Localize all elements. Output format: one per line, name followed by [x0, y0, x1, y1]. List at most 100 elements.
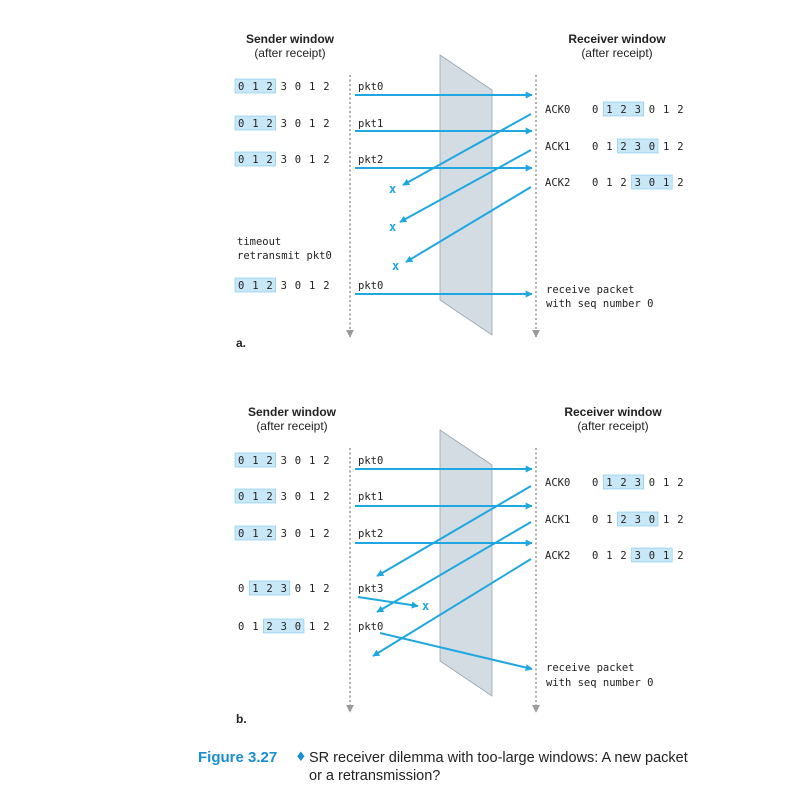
seq-number: 1	[309, 154, 315, 166]
seq-number: 0	[592, 177, 598, 189]
ack-label: ACK0	[545, 477, 570, 489]
seq-number: 2	[677, 104, 683, 116]
window-highlight	[631, 547, 673, 563]
seq-number: 3	[281, 154, 287, 166]
receiver-window-title-a: Receiver window	[568, 32, 666, 46]
packet-label: pkt2	[358, 154, 383, 166]
window-highlight	[234, 78, 276, 94]
timeout-label: timeout	[237, 236, 281, 248]
window-highlight	[617, 511, 659, 527]
seq-number: 0	[238, 455, 244, 467]
seq-number: 2	[620, 141, 626, 153]
sender-window-title-b: Sender window	[248, 405, 337, 419]
seq-number: 0	[649, 104, 655, 116]
seq-number: 0	[592, 141, 598, 153]
seq-number: 0	[295, 118, 301, 130]
seq-number: 3	[281, 280, 287, 292]
seq-number: 2	[266, 621, 272, 633]
window-highlight	[631, 174, 673, 190]
caption-line2: or a retransmission?	[309, 768, 440, 784]
packet-label: pkt0	[358, 280, 383, 292]
seq-number: 2	[266, 280, 272, 292]
seq-number: 3	[635, 104, 641, 116]
window-highlight	[263, 618, 305, 634]
seq-number: 0	[238, 528, 244, 540]
caption-line1: SR receiver dilemma with too-large windo…	[309, 750, 688, 766]
seq-number: 1	[606, 104, 612, 116]
seq-number: 2	[677, 550, 683, 562]
channel-a	[439, 54, 493, 336]
ack-arrow	[402, 113, 532, 186]
sender-window-title-a: Sender window	[246, 32, 335, 46]
seq-number: 0	[649, 477, 655, 489]
seq-number: 0	[649, 141, 655, 153]
seq-number: 1	[663, 477, 669, 489]
seq-number: 2	[677, 514, 683, 526]
seq-number: 3	[281, 491, 287, 503]
seq-number: 0	[295, 528, 301, 540]
seq-number: 1	[606, 477, 612, 489]
seq-number: 0	[649, 550, 655, 562]
seq-number: 1	[663, 141, 669, 153]
panel-a: Sender window (after receipt) Receiver w…	[234, 32, 684, 350]
seq-number: 3	[281, 621, 287, 633]
window-highlight	[234, 452, 276, 468]
window-highlight	[234, 525, 276, 541]
seq-number: 1	[252, 528, 258, 540]
seq-number: 2	[266, 583, 272, 595]
seq-number: 1	[663, 177, 669, 189]
seq-number: 1	[606, 514, 612, 526]
lost-mark: x	[392, 259, 399, 273]
seq-number: 1	[252, 118, 258, 130]
ack-arrow	[405, 186, 532, 263]
seq-number: 0	[295, 280, 301, 292]
seq-number: 1	[663, 104, 669, 116]
packet-label: pkt2	[358, 528, 383, 540]
ack-label: ACK2	[545, 550, 570, 562]
seq-number: 2	[677, 177, 683, 189]
seq-number: 0	[295, 81, 301, 93]
packet-label: pkt0	[358, 621, 383, 633]
seq-number: 0	[295, 491, 301, 503]
seq-number: 3	[635, 477, 641, 489]
packet-arrow-lost	[357, 596, 419, 609]
sender-window-sub-b: (after receipt)	[256, 419, 327, 433]
panel-label-b: b.	[236, 712, 247, 726]
packet-label: pkt0	[358, 455, 383, 467]
seq-number: 1	[309, 118, 315, 130]
seq-number: 1	[252, 455, 258, 467]
seq-number: 3	[281, 583, 287, 595]
seq-number: 2	[323, 455, 329, 467]
seq-number: 0	[592, 514, 598, 526]
ack-label: ACK2	[545, 177, 570, 189]
ack-arrow	[372, 558, 532, 657]
seq-number: 0	[238, 583, 244, 595]
lost-mark: x	[422, 599, 429, 613]
seq-number: 0	[238, 81, 244, 93]
seq-number: 1	[252, 280, 258, 292]
seq-number: 2	[323, 280, 329, 292]
seq-number: 1	[309, 491, 315, 503]
caption-diamond: ♦	[295, 750, 307, 765]
seq-number: 1	[309, 280, 315, 292]
seq-number: 1	[606, 141, 612, 153]
seq-number: 1	[663, 514, 669, 526]
packet-label: pkt3	[358, 583, 383, 595]
receive-note-line2: with seq number 0	[546, 677, 653, 689]
seq-number: 0	[295, 455, 301, 467]
ack-arrow	[376, 485, 532, 577]
seq-number: 2	[266, 528, 272, 540]
seq-number: 0	[592, 477, 598, 489]
packet-label: pkt1	[358, 491, 383, 503]
panel-label-a: a.	[236, 336, 246, 350]
seq-number: 3	[635, 177, 641, 189]
retransmit-label: retransmit pkt0	[237, 250, 332, 262]
seq-number: 2	[323, 621, 329, 633]
seq-number: 0	[238, 118, 244, 130]
window-highlight	[248, 580, 291, 596]
seq-number: 1	[606, 550, 612, 562]
panel-b: Sender window (after receipt) Receiver w…	[234, 405, 684, 726]
seq-number: 3	[635, 141, 641, 153]
